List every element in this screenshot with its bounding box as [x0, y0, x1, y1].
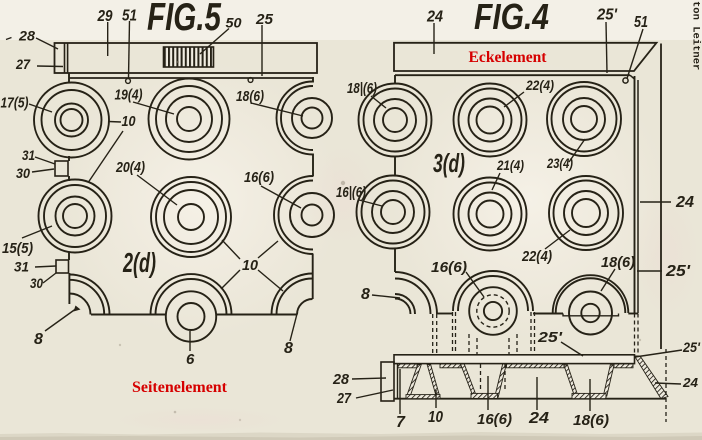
svg-text:Seitenelement: Seitenelement: [132, 379, 228, 396]
svg-text:18|(6): 18|(6): [347, 80, 377, 97]
svg-text:16(6): 16(6): [431, 259, 467, 276]
svg-text:24: 24: [675, 194, 694, 211]
svg-text:18(6): 18(6): [236, 88, 264, 105]
svg-text:6: 6: [186, 351, 195, 368]
svg-text:8: 8: [34, 331, 43, 348]
svg-text:24: 24: [528, 410, 549, 427]
svg-text:25: 25: [255, 11, 274, 28]
svg-text:21(4): 21(4): [496, 157, 524, 173]
svg-text:23(4): 23(4): [546, 155, 573, 171]
svg-text:25': 25': [665, 263, 691, 280]
svg-text:30: 30: [16, 165, 30, 181]
svg-text:18(6): 18(6): [573, 412, 609, 429]
svg-text:3(d): 3(d): [433, 148, 465, 178]
svg-text:18(6): 18(6): [601, 254, 635, 271]
svg-text:22(4): 22(4): [525, 77, 554, 93]
svg-text:7: 7: [396, 414, 406, 431]
svg-text:FIG.4: FIG.4: [474, 0, 549, 37]
svg-text:50: 50: [226, 15, 242, 31]
svg-text:30: 30: [30, 275, 43, 291]
svg-text:8: 8: [361, 286, 370, 303]
svg-text:20(4): 20(4): [115, 159, 145, 176]
svg-text:15(5): 15(5): [2, 240, 33, 257]
svg-text:16(6): 16(6): [244, 169, 274, 186]
svg-text:16(6): 16(6): [477, 411, 512, 428]
svg-text:17(5): 17(5): [1, 95, 29, 112]
svg-text:10: 10: [428, 409, 443, 426]
svg-text:31: 31: [14, 259, 29, 275]
svg-text:24: 24: [426, 9, 443, 26]
svg-text:25': 25': [537, 329, 563, 346]
svg-text:25': 25': [596, 7, 618, 24]
svg-text:28: 28: [18, 28, 35, 44]
svg-text:28: 28: [332, 371, 350, 388]
svg-text:51: 51: [634, 14, 648, 31]
svg-text:27: 27: [336, 390, 351, 407]
svg-text:ton Leitner: ton Leitner: [690, 1, 702, 70]
svg-text:31: 31: [22, 147, 35, 163]
svg-text:19(4): 19(4): [115, 87, 143, 104]
svg-text:Eckelement: Eckelement: [469, 49, 548, 66]
svg-text:24: 24: [682, 375, 699, 390]
svg-text:2(d): 2(d): [122, 247, 156, 278]
svg-text:FIG.5: FIG.5: [147, 0, 222, 39]
svg-text:51: 51: [122, 8, 137, 25]
svg-text:22(4): 22(4): [521, 248, 552, 265]
svg-text:25': 25': [682, 339, 700, 355]
svg-text:8: 8: [284, 340, 293, 357]
svg-text:27: 27: [15, 56, 31, 72]
svg-text:29: 29: [97, 8, 113, 25]
svg-text:10: 10: [242, 257, 259, 274]
svg-text:10: 10: [122, 113, 137, 130]
svg-text:16|(6): 16|(6): [336, 184, 366, 201]
